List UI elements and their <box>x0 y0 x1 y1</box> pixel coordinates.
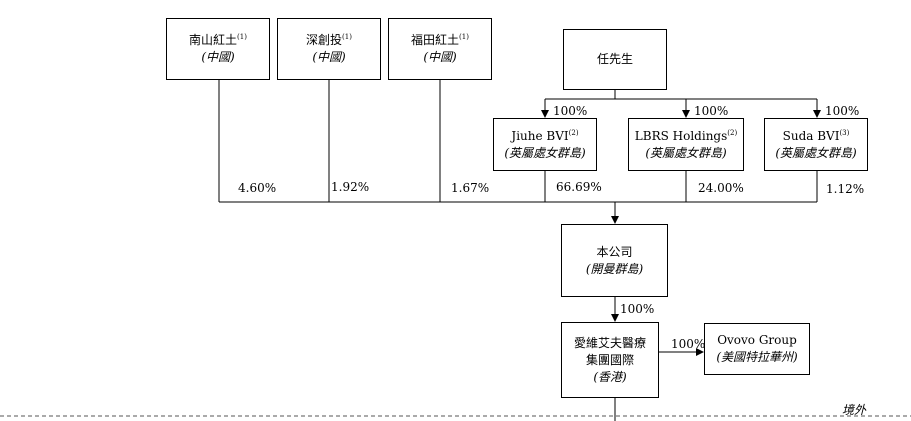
shareholder-box-nanshan: 南山紅土(1) (中國) <box>166 18 270 80</box>
shareholder-jurisdiction: (中國) <box>201 50 235 64</box>
company-jurisdiction: (開曼群島) <box>585 261 644 276</box>
us-sub-name: Ovovo Group <box>717 333 797 347</box>
hk-subsidiary-box: 愛維艾夫醫療 集團國際 (香港) <box>561 322 659 398</box>
footnote-marker: (2) <box>727 128 738 137</box>
bvi-box-jiuhe: Jiuhe BVI(2) (英屬處女群島) <box>493 118 597 171</box>
percent-label-jiuhe: 66.69% <box>556 180 602 194</box>
company-name: 本公司 <box>596 244 633 259</box>
footnote-marker: (1) <box>237 33 247 41</box>
percent-label-lbrs: 24.00% <box>698 181 744 195</box>
us-sub-jurisdiction: (美國特拉華州) <box>716 350 798 364</box>
percent-label-futian: 1.67% <box>451 181 490 195</box>
percent-label-nanshan: 4.60% <box>238 181 277 195</box>
ownership-label-lbrs: 100% <box>694 104 729 118</box>
ownership-label-suda: 100% <box>825 104 860 118</box>
bvi-name: LBRS Holdings <box>634 128 728 143</box>
footnote-marker: (1) <box>459 33 469 41</box>
ownership-label-jiuhe: 100% <box>553 104 588 118</box>
shareholder-jurisdiction: (中國) <box>312 50 346 64</box>
hk-sub-jurisdiction: (香港) <box>593 369 627 384</box>
bvi-jurisdiction: (英屬處女群島) <box>775 145 857 160</box>
controller-name: 任先生 <box>596 52 633 66</box>
shareholder-box-shenchuangtou: 深創投(1) (中國) <box>277 18 381 80</box>
controller-box: 任先生 <box>563 29 667 90</box>
shareholder-jurisdiction: (中國) <box>423 50 457 64</box>
footnote-marker: (3) <box>839 128 850 137</box>
bvi-jurisdiction: (英屬處女群島) <box>504 145 586 160</box>
us-subsidiary-box: Ovovo Group (美國特拉華州) <box>704 323 810 375</box>
bvi-box-suda: Suda BVI(3) (英屬處女群島) <box>764 118 868 171</box>
shareholder-name: 福田紅土 <box>411 33 460 47</box>
footnote-marker: (2) <box>568 128 579 137</box>
ownership-label-us-sub: 100% <box>671 337 706 351</box>
bvi-box-lbrs: LBRS Holdings(2) (英屬處女群島) <box>628 118 744 171</box>
shareholder-name: 深創投 <box>306 33 343 47</box>
company-box: 本公司 (開曼群島) <box>561 224 668 297</box>
percent-label-shenchuangtou: 1.92% <box>331 180 370 194</box>
footnote-marker: (1) <box>342 33 352 41</box>
hk-sub-name-line2: 集團國際 <box>585 352 634 367</box>
bvi-name: Jiuhe BVI <box>511 128 569 143</box>
shareholder-box-futian: 福田紅土(1) (中國) <box>388 18 492 80</box>
ownership-label-hk-sub: 100% <box>620 302 655 316</box>
percent-label-suda: 1.12% <box>826 182 865 196</box>
bvi-jurisdiction: (英屬處女群島) <box>645 145 727 160</box>
offshore-label: 境外 <box>842 403 867 417</box>
bvi-name: Suda BVI <box>782 128 840 143</box>
shareholder-name: 南山紅土 <box>189 33 238 47</box>
hk-sub-name-line1: 愛維艾夫醫療 <box>573 335 646 350</box>
